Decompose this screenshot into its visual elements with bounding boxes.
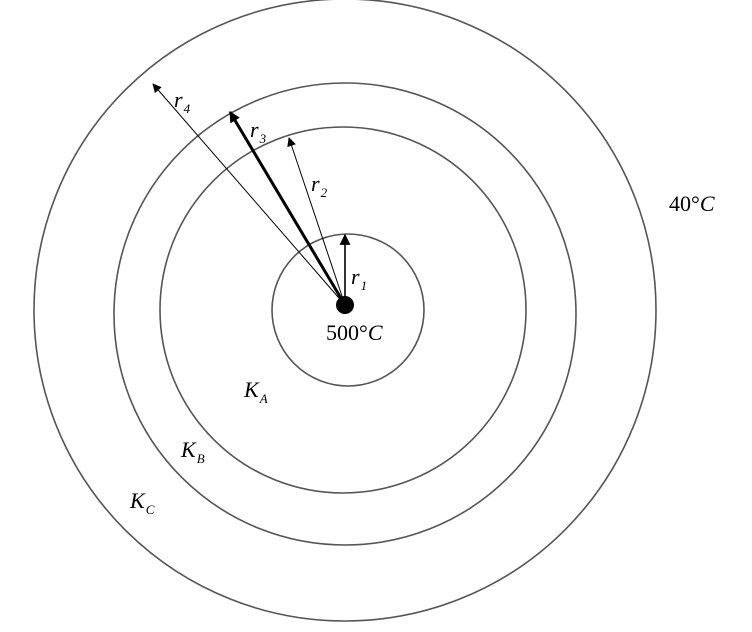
- radius-r4-arrow: [152, 83, 346, 306]
- outer-circle-r4: [33, 0, 657, 622]
- layer-ka-label: KA: [243, 377, 268, 406]
- center-temperature-label: 500°C: [326, 320, 383, 345]
- radius-r1-label: r1: [351, 264, 367, 293]
- outer-temperature-label: 40°C: [669, 191, 715, 216]
- layer-kc-label: KC: [129, 488, 155, 517]
- radius-r2-arrow: [287, 137, 346, 306]
- layer-kb-label: KB: [180, 437, 205, 466]
- radius-r2-label: r2: [311, 171, 328, 200]
- circle-r2: [159, 126, 527, 494]
- radius-r3-label: r3: [250, 117, 267, 146]
- radius-r4-label: r4: [174, 87, 191, 116]
- circle-r3: [113, 82, 577, 546]
- radius-r3-arrow: [228, 111, 347, 306]
